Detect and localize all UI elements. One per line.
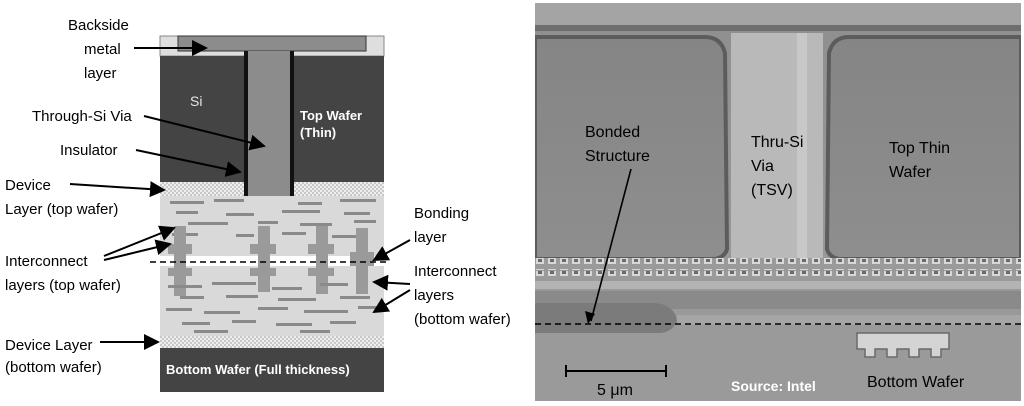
bond-pad-row-2 [535,271,1021,281]
si-label: Si [190,93,202,109]
bonding-plugs [168,226,374,296]
device-layer-bottom-label-1: Device Layer [5,337,93,354]
tsv-column-highlight [797,33,807,261]
bonded-interface-light [677,315,1021,325]
top-wafer-silicon-right [294,56,384,182]
backside-metal-label-1: Backside [68,17,129,34]
bottom-wafer-label: Bottom Wafer (Full thickness) [166,362,350,377]
top-wafer-silicon-left [160,56,244,182]
top-edge-line [535,25,1021,31]
bond-pad-band [535,281,1021,289]
interconnect-bottom-label-1: Interconnect [414,263,497,280]
top-thin-wafer-label-1: Top Thin [889,140,950,157]
bond-pad-row-1 [535,258,1021,270]
bonded-interface [535,303,677,334]
device-layer-top-right [294,182,384,196]
arrow-through-si-via [143,115,266,151]
tsv-schematic-diagram: Si Top Wafer (Thin) Bottom Wafer (Full t… [5,17,511,392]
tsv-insulator-left [244,51,248,200]
tsv-label-1: Thru-Si [751,134,803,151]
source-credit: Source: Intel [731,378,816,394]
interconnect-wires-bottom [166,282,378,333]
bottom-wafer-bumps [856,332,950,358]
tsv-column [731,33,823,261]
arrow-interconnect-bottom-2 [372,289,411,314]
arrow-interconnect-bottom-1 [372,274,411,291]
interconnect-top-label-2: layers (top wafer) [5,277,121,294]
bonding-layer-label-2: layer [414,229,447,246]
top-wafer-label-2: (Thin) [300,125,336,140]
device-layer-bottom-label-2: (bottom wafer) [5,359,102,376]
scale-bar-label: 5 μm [597,382,633,399]
tsv-label-2: Via [751,158,774,175]
device-layer-top [160,182,244,196]
bonding-gap [160,256,384,266]
top-thin-wafer-label-2: Wafer [889,164,932,181]
insulator-label: Insulator [60,142,118,159]
bottom-wafer-silicon [160,348,384,392]
arrow-insulator [135,149,242,177]
tsv-label-3: (TSV) [751,182,793,199]
tsv-insulator-right [290,51,294,200]
interconnect-bottom-label-2: layers [414,287,454,304]
arrow-interconnect-top-1 [103,225,176,257]
bonded-structure-label-1: Bonded [585,124,640,141]
arrow-bonded-structure-head [585,311,595,324]
top-edge-band [535,3,1021,25]
backside-metal-bar [177,35,367,52]
device-layer-bottom [160,336,384,348]
bottom-wafer-label: Bottom Wafer [867,374,965,391]
device-layer-top-label-2: Layer (top wafer) [5,201,118,218]
interconnect-bottom-label-3: (bottom wafer) [414,311,511,328]
tsv-sem-micrograph: Bonded Structure Thru-Si Via (TSV) Top T… [535,3,1021,401]
interconnect-top-label-1: Interconnect [5,253,88,270]
arrow-bonded-structure [590,168,632,322]
arrow-interconnect-top-2 [103,239,172,261]
bonded-structure-label-2: Structure [585,148,650,165]
bonding-layer-label-1: Bonding [414,205,469,222]
backside-metal-label-2: metal [84,41,121,58]
top-wafer-label-1: Top Wafer [300,108,362,123]
through-si-via [248,51,290,200]
backside-metal-label-3: layer [84,65,117,82]
arrow-device-layer-top [69,181,166,198]
device-layer-top-label-1: Device [5,177,51,194]
through-si-via-label: Through-Si Via [32,108,132,125]
arrow-bonding-layer [372,239,411,261]
